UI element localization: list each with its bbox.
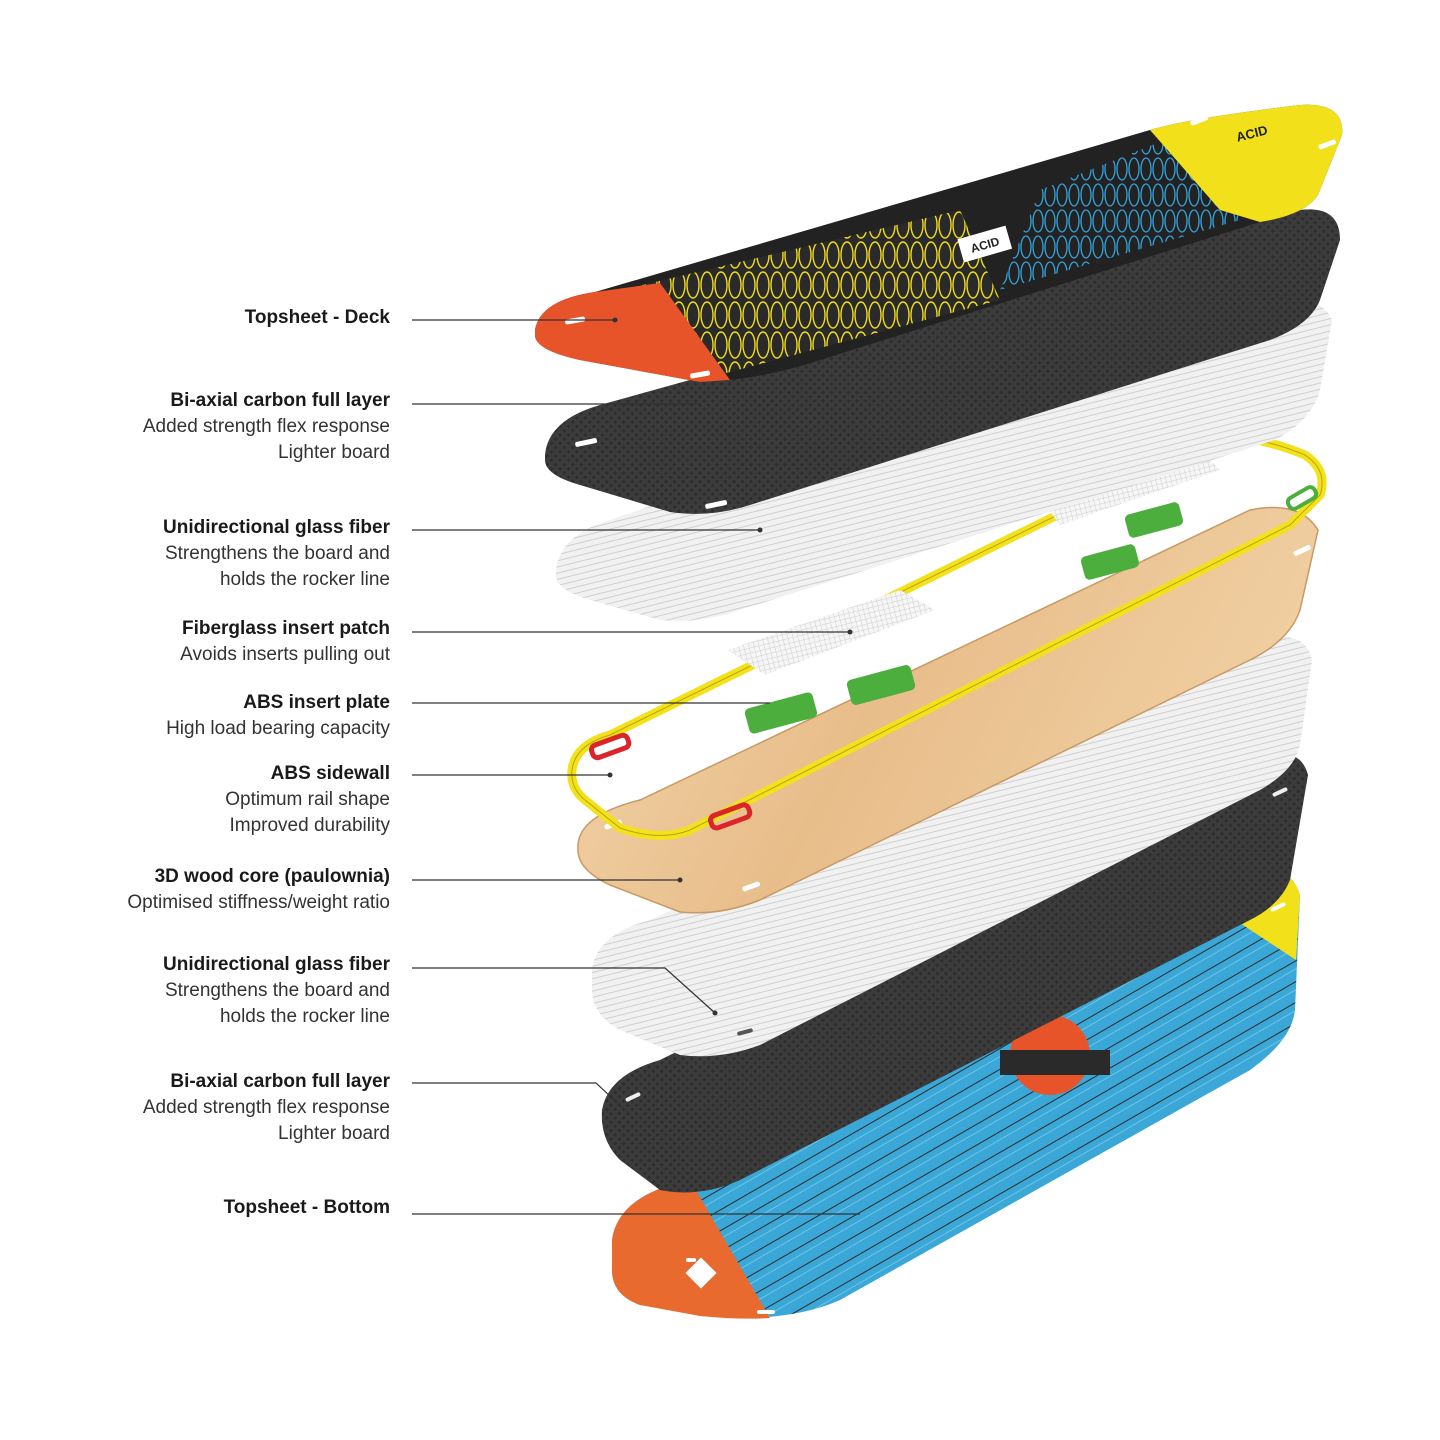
label-title: Topsheet - Deck [244, 307, 390, 328]
label-topsheet-bottom: Topsheet - Bottom [224, 1195, 390, 1221]
label-wood-core: 3D wood core (paulownia) Optimised stiff… [127, 864, 390, 916]
label-desc: Added strength flex response [142, 416, 390, 437]
label-carbon-bottom: Bi-axial carbon full layer Added strengt… [143, 1069, 390, 1147]
label-topsheet-deck: Topsheet - Deck [245, 305, 390, 331]
label-title: Topsheet - Bottom [223, 1197, 390, 1218]
glass-layer-bottom [592, 636, 1312, 1057]
label-desc: Strengthens the board and [164, 980, 390, 1001]
carbon-layer-top [545, 209, 1340, 514]
label-abs-insert: ABS insert plate High load bearing capac… [166, 690, 390, 742]
label-title: 3D wood core (paulownia) [154, 866, 390, 887]
topsheet-deck-layer: ACID ACID [535, 104, 1343, 382]
label-title: ABS insert plate [243, 692, 390, 713]
label-desc: Optimum rail shape [225, 789, 390, 810]
label-desc: High load bearing capacity [166, 718, 390, 739]
deck-brand-logo: ACID [1235, 122, 1269, 144]
label-title: Bi-axial carbon full layer [170, 1071, 390, 1092]
label-desc: Lighter board [278, 442, 390, 463]
abs-insert-plates [589, 485, 1319, 831]
label-title: Unidirectional glass fiber [163, 517, 390, 538]
label-glass-top: Unidirectional glass fiber Strengthens t… [163, 515, 390, 593]
label-desc: Lighter board [278, 1123, 390, 1144]
label-desc: Optimised stiffness/weight ratio [127, 892, 390, 913]
label-desc: Avoids inserts pulling out [180, 644, 390, 665]
label-insert-patch: Fiberglass insert patch Avoids inserts p… [180, 616, 390, 668]
label-glass-bottom: Unidirectional glass fiber Strengthens t… [163, 952, 390, 1030]
label-title: Bi-axial carbon full layer [170, 390, 390, 411]
leader-lines [412, 319, 860, 1215]
leader-glass-bottom [412, 967, 716, 1014]
label-desc: holds the rocker line [219, 569, 390, 590]
label-desc: Added strength flex response [142, 1097, 390, 1118]
leader-carbon-bottom [412, 1082, 631, 1116]
label-desc: Strengthens the board and [164, 543, 390, 564]
label-title: ABS sidewall [270, 763, 390, 784]
carbon-layer-bottom [601, 755, 1308, 1193]
label-title: Fiberglass insert patch [181, 618, 390, 639]
label-desc: holds the rocker line [219, 1006, 390, 1027]
abs-sidewall-layer [567, 433, 1327, 841]
label-title: Unidirectional glass fiber [163, 954, 390, 975]
label-abs-sidewall: ABS sidewall Optimum rail shape Improved… [225, 761, 390, 839]
leader-dots [607, 317, 853, 1016]
label-carbon-top: Bi-axial carbon full layer Added strengt… [143, 388, 390, 466]
label-desc: Improved durability [229, 815, 390, 836]
